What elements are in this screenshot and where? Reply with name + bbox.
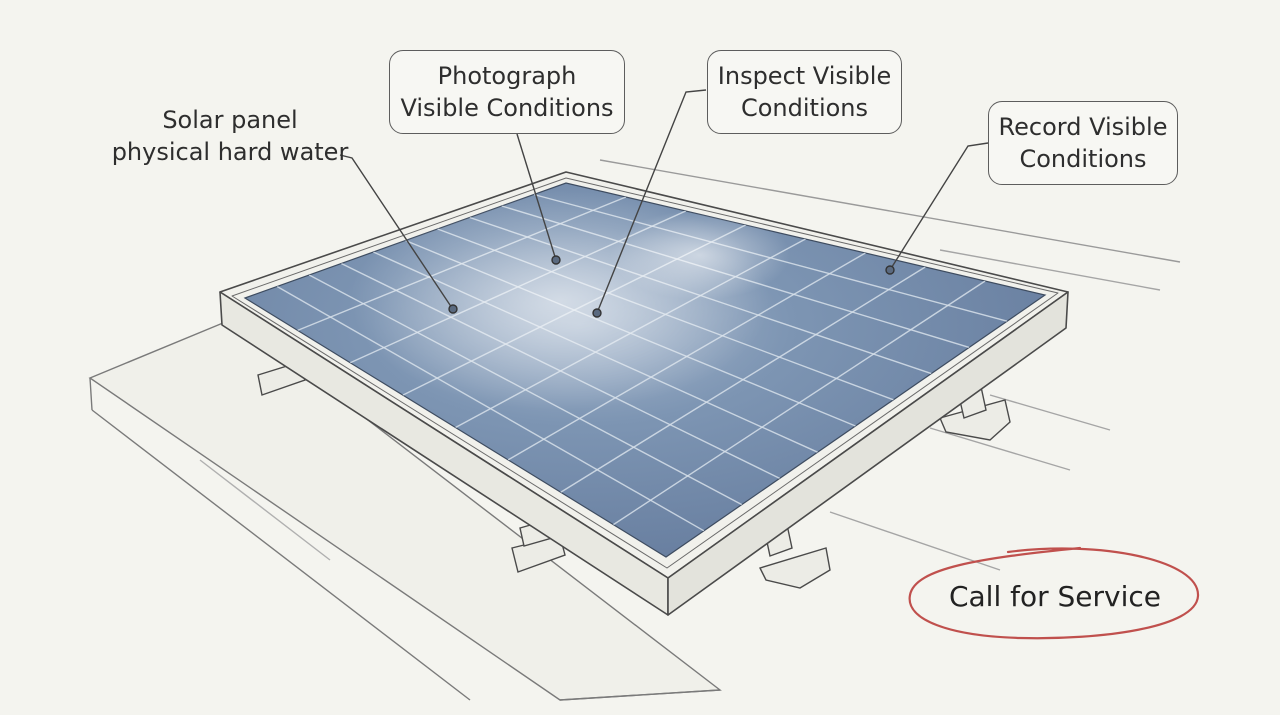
roof-surface	[88, 159, 1181, 701]
leader-subject	[339, 154, 453, 309]
inspect-callout: Inspect Visible Conditions	[707, 50, 902, 134]
callout-leaders	[339, 89, 989, 314]
record-callout-line1: Record Visible	[998, 113, 1168, 141]
leader-inspect	[596, 89, 707, 314]
subject-label: Solar panel physical hard water	[100, 104, 360, 168]
record-callout-line2: Conditions	[1019, 145, 1147, 173]
call-to-action-oval	[908, 546, 1200, 640]
subject-label-line2: physical hard water	[111, 138, 349, 166]
cell-grid-line	[560, 266, 926, 493]
target-dot-record	[885, 265, 895, 275]
subject-label-line1: Solar panel	[162, 106, 298, 134]
panel-glass	[243, 182, 1047, 558]
record-callout: Record Visible Conditions	[988, 101, 1178, 185]
photograph-callout-line1: Photograph	[437, 62, 577, 90]
photograph-callout-line2: Visible Conditions	[400, 94, 614, 122]
call-for-service-label[interactable]: Call for Service	[948, 580, 1162, 613]
photograph-callout: Photograph Visible Conditions	[389, 50, 625, 134]
target-dots	[448, 255, 895, 318]
target-dot-photograph	[551, 255, 561, 265]
inspect-callout-line2: Conditions	[740, 94, 869, 122]
cell-grid-line	[612, 280, 986, 526]
target-dot-subject	[448, 304, 458, 314]
target-dot-inspect	[592, 308, 602, 318]
inspect-callout-line1: Inspect Visible	[717, 62, 892, 90]
leader-photograph	[516, 133, 557, 261]
leader-record	[889, 142, 989, 271]
